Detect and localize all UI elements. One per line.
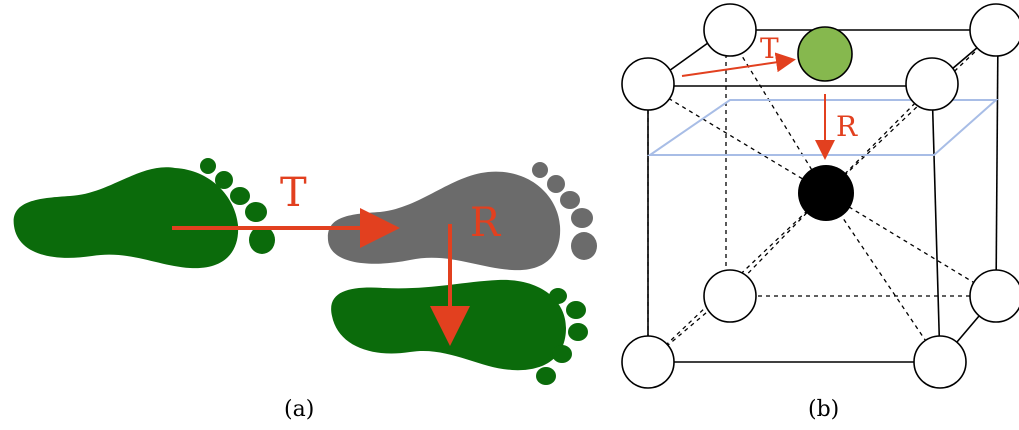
lattice-plane — [646, 99, 999, 156]
black-atom — [798, 165, 854, 221]
green-atom — [797, 26, 853, 82]
corner-atom — [913, 335, 967, 389]
corner-atoms — [621, 3, 1019, 389]
panel-a: T R (a) — [13, 158, 597, 422]
caption-a: (a) — [284, 397, 314, 422]
rotation-label-b: R — [836, 110, 858, 143]
corner-atom — [969, 3, 1019, 57]
footprint-green-start — [13, 158, 275, 269]
corner-atom — [703, 269, 757, 323]
corner-atom — [703, 3, 757, 57]
corner-atom — [621, 57, 675, 111]
caption-b: (b) — [808, 397, 839, 422]
translation-label-a: T — [280, 170, 307, 216]
corner-atom — [621, 335, 675, 389]
translation-arrow-b — [681, 52, 796, 77]
translation-label-b: T — [760, 32, 779, 65]
panel-b: T R (b) — [621, 3, 1019, 422]
corner-atom — [969, 269, 1019, 323]
corner-atom — [905, 57, 959, 111]
rotation-label-a: R — [470, 200, 502, 246]
footprint-gray-rotated — [327, 162, 597, 271]
footprint-green-end — [331, 279, 588, 385]
